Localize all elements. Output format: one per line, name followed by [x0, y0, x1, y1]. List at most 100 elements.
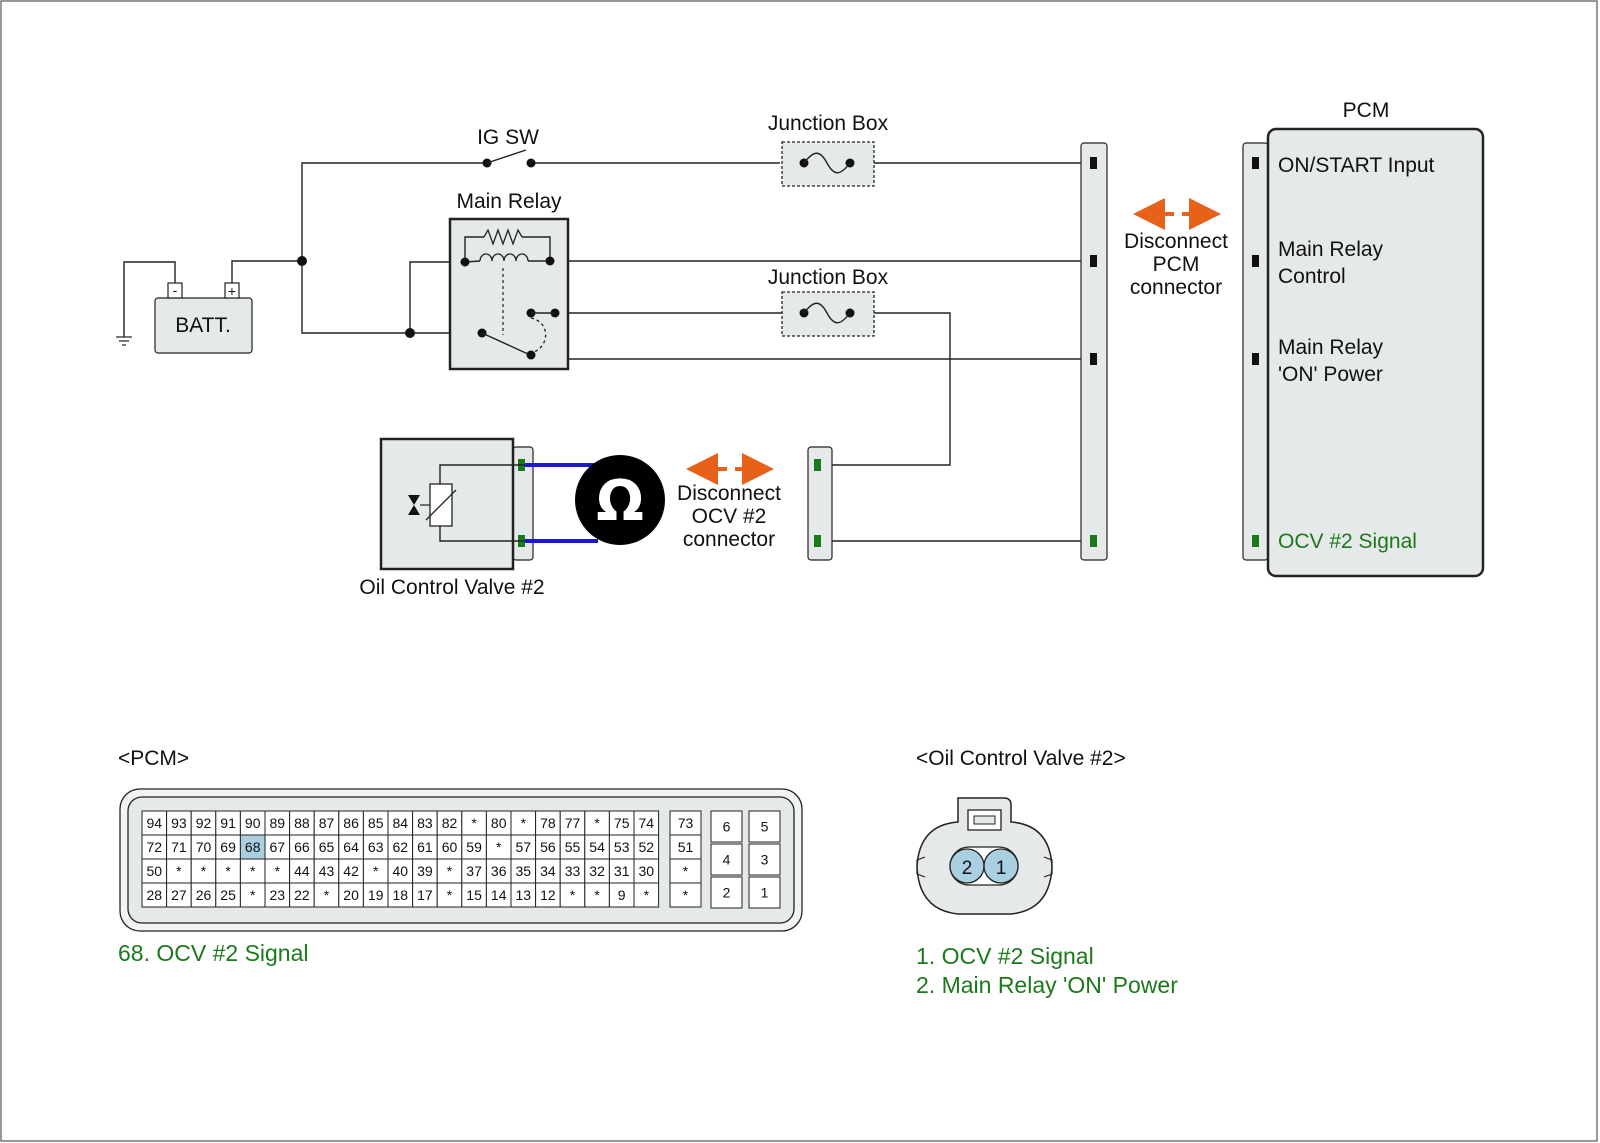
pcm-side-pin-cell [669, 858, 702, 884]
main-relay-label: Main Relay [456, 190, 562, 213]
pcm-block-pin-cell [748, 810, 781, 843]
pcm-pin-cell [190, 882, 217, 908]
main-relay: Main Relay [448, 190, 570, 371]
junction-box-1: Junction Box [768, 112, 889, 187]
pcm-pin: * [594, 887, 600, 903]
pcm-pin-cell [510, 810, 537, 836]
pcm-pin: 19 [368, 887, 384, 903]
pcm-pin-cell [215, 858, 241, 884]
pcm-pin-cell [387, 882, 414, 908]
valve-icon [408, 495, 420, 515]
pcm-pin: 66 [294, 839, 310, 855]
pcm-block-pin-cell [710, 810, 743, 843]
pcm-pin-cell [535, 882, 561, 908]
pcm-pin: * [447, 887, 453, 903]
pcm-block-pin: 1 [761, 885, 769, 901]
pcm-pin: * [521, 815, 527, 831]
pcm-pin: 40 [393, 863, 409, 879]
ground-symbol [116, 261, 176, 346]
disconnect-pcm-arrow: Disconnect PCM connector [1124, 198, 1228, 299]
relay-coil-icon [479, 253, 529, 262]
pcm-pin-cell [313, 810, 340, 836]
pcm-pin: 34 [540, 863, 556, 879]
pcm-side-pin: * [683, 887, 689, 903]
pcm-pin: 35 [516, 863, 532, 879]
ohmmeter: Ω [525, 455, 665, 545]
pcm-pin: 87 [319, 815, 335, 831]
disconnect-pcm-line3: connector [1130, 276, 1222, 299]
junction-box-2: Junction Box [768, 266, 889, 337]
pcm-pin: * [201, 863, 207, 879]
pcm-block-pin: 2 [723, 885, 731, 901]
pcm-title: PCM [1343, 99, 1390, 122]
pcm-pin-cell [559, 858, 586, 884]
pcm-pin-cell [461, 834, 487, 860]
battery-negative-label: - [173, 282, 178, 298]
pcm-pin: * [570, 887, 576, 903]
wires [231, 162, 1093, 542]
battery-label: BATT. [175, 314, 231, 337]
ocv-pin-1-label: 1 [996, 858, 1007, 879]
pcm-pin-cell [485, 858, 512, 884]
pcm-pin: 28 [147, 887, 163, 903]
pcm-pin-cell [289, 858, 315, 884]
pcm-pin: 52 [639, 839, 655, 855]
pcm-pin-cell [338, 810, 364, 836]
pcm-pin: 25 [220, 887, 236, 903]
pcm-pin: 74 [639, 815, 655, 831]
pcm-pin-cell [633, 882, 660, 908]
ocv-harness-connector [807, 446, 833, 561]
pcm-pin: * [471, 815, 477, 831]
resistor-icon [483, 228, 523, 246]
pcm-block-pin-cell [748, 843, 781, 876]
disconnect-ocv-line2: OCV #2 [692, 505, 767, 528]
pcm-pin-cell [289, 882, 315, 908]
pcm-module: PCM ON/START Input Main Relay Control Ma… [1242, 99, 1485, 578]
pcm-pin: 80 [491, 815, 507, 831]
pcm-pin: * [447, 863, 453, 879]
pcm-pin-cell [387, 834, 414, 860]
pcm-pin: 85 [368, 815, 384, 831]
ignition-switch: IG SW [477, 126, 539, 168]
pcm-pin: * [324, 887, 330, 903]
pcm-pin: 62 [393, 839, 409, 855]
pcm-pin: 14 [491, 887, 507, 903]
pcm-pin: 43 [319, 863, 335, 879]
pcm-pin: 83 [417, 815, 433, 831]
pcm-pin: 54 [589, 839, 605, 855]
pcm-pin: 94 [147, 815, 163, 831]
pcm-pin: 65 [319, 839, 335, 855]
pcm-block-pin: 3 [761, 852, 769, 868]
pcm-pin-cell [436, 882, 463, 908]
pcm-pin: 31 [614, 863, 630, 879]
disconnect-ocv-arrow: Disconnect OCV #2 connector [677, 453, 781, 551]
fuse-icon [803, 152, 851, 174]
pcm-pin: 42 [343, 863, 359, 879]
pcm-pin: 68 [245, 839, 261, 855]
ocv-component-label: Oil Control Valve #2 [359, 576, 544, 599]
pcm-block-pin-cell [710, 843, 743, 876]
pcm-pin-cell [362, 810, 389, 836]
pcm-pin: 53 [614, 839, 630, 855]
pcm-pin-cell [264, 882, 291, 908]
pcm-pin-cell [387, 858, 414, 884]
pcm-side-pin: * [683, 863, 689, 879]
pcm-pin-cell [412, 834, 438, 860]
pcm-pin: 18 [393, 887, 409, 903]
battery-positive-label: + [228, 283, 236, 299]
pcm-pin: 92 [196, 815, 212, 831]
pcm-main-relay-control-line1: Main Relay [1278, 238, 1384, 261]
pcm-pin: * [176, 863, 182, 879]
pcm-pin-cell [584, 882, 610, 908]
pcm-pin-cell [412, 858, 438, 884]
pcm-side-pin: 51 [678, 839, 694, 855]
pcm-block-pin-cell [748, 876, 781, 909]
pcm-pin: 91 [220, 815, 236, 831]
pcm-pin-cell [559, 810, 586, 836]
pcm-pin-cell [215, 882, 241, 908]
pcm-pin-cell [633, 834, 660, 860]
pcm-pin: * [644, 887, 650, 903]
pcm-pin: 22 [294, 887, 310, 903]
pcm-pin: 71 [171, 839, 187, 855]
